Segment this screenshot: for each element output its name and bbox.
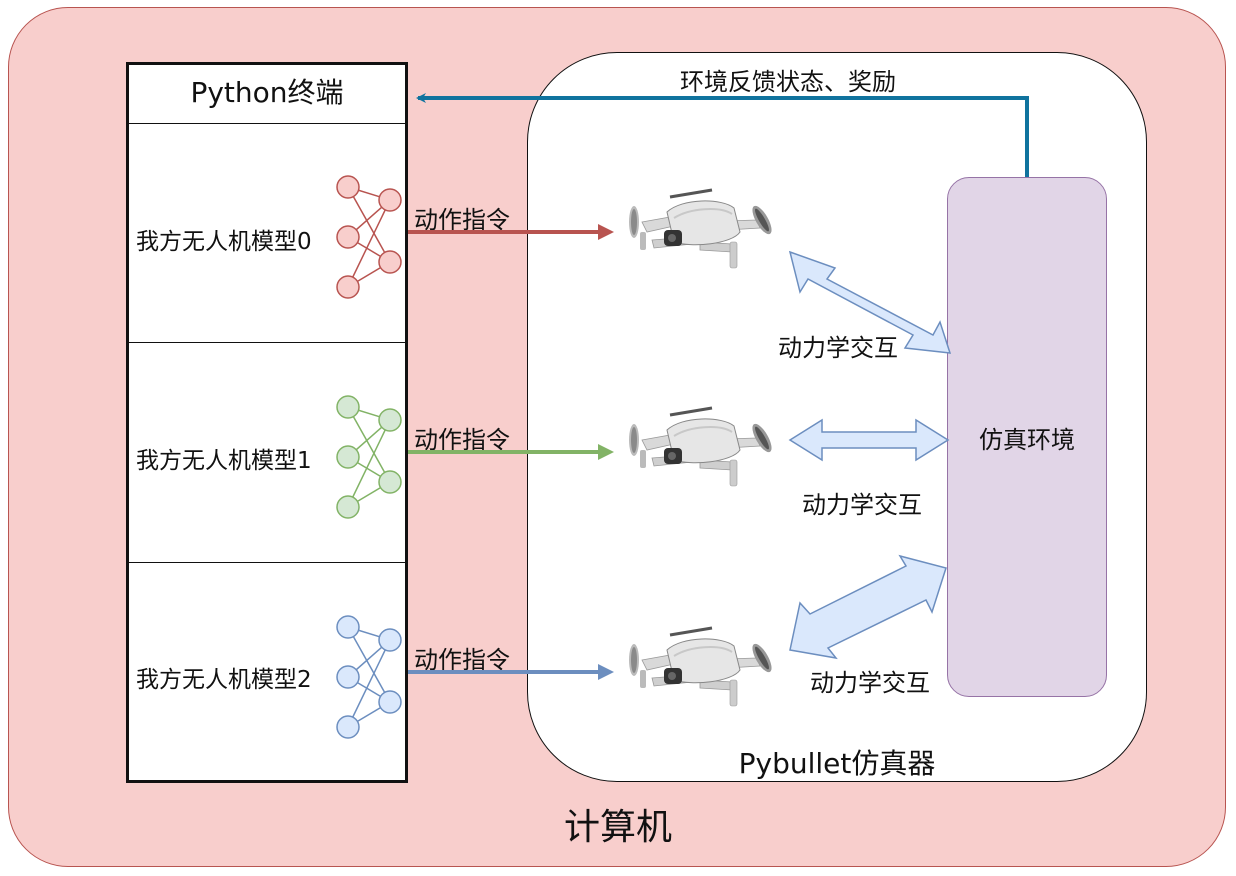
action-arrow-2 xyxy=(408,664,614,680)
model-label-2: 我方无人机模型2 xyxy=(136,667,312,693)
drone-icon xyxy=(627,406,777,488)
neural-network-icon xyxy=(336,395,402,519)
action-label-2: 动作指令 xyxy=(414,646,510,674)
model-label-1: 我方无人机模型1 xyxy=(136,448,312,474)
python-terminal xyxy=(126,62,408,783)
interaction-arrow-2 xyxy=(789,554,947,660)
dynamics-label-2: 动力学交互 xyxy=(810,669,930,697)
dynamics-label-0: 动力学交互 xyxy=(778,334,898,362)
interaction-arrow-0 xyxy=(788,250,952,354)
simulator-label: Pybullet仿真器 xyxy=(738,747,936,780)
drone-icon xyxy=(627,188,777,270)
feedback-label: 环境反馈状态、奖励 xyxy=(680,68,896,96)
env-label: 仿真环境 xyxy=(979,426,1075,454)
action-label-0: 动作指令 xyxy=(414,206,510,234)
action-arrow-0 xyxy=(408,224,614,240)
neural-network-icon xyxy=(336,615,402,739)
terminal-divider xyxy=(126,123,408,124)
terminal-divider xyxy=(126,342,408,343)
interaction-arrow-1 xyxy=(788,418,950,462)
action-arrow-1 xyxy=(408,444,614,460)
computer-label: 计算机 xyxy=(563,807,672,848)
action-label-1: 动作指令 xyxy=(414,426,510,454)
feedback-arrow xyxy=(416,93,1029,177)
neural-network-icon xyxy=(336,175,402,299)
dynamics-label-1: 动力学交互 xyxy=(802,491,922,519)
simulation-environment xyxy=(947,177,1107,697)
model-label-0: 我方无人机模型0 xyxy=(136,229,312,255)
drone-icon xyxy=(627,626,777,708)
terminal-divider xyxy=(126,562,408,563)
terminal-title: Python终端 xyxy=(190,76,344,109)
